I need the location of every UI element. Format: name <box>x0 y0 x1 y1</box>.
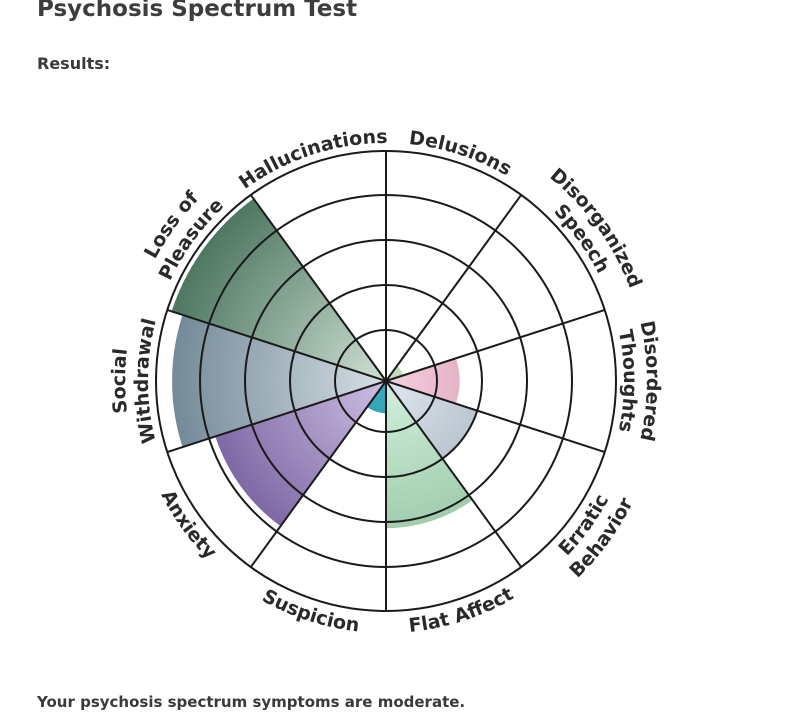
result-summary: Your psychosis spectrum symptoms are mod… <box>37 693 466 711</box>
spoke-line <box>166 308 387 382</box>
wedge-anxiety <box>215 381 386 527</box>
spoke-line <box>385 194 522 382</box>
spoke-line <box>385 380 606 454</box>
spoke-line <box>385 308 606 382</box>
grid-ring <box>334 329 438 433</box>
category-label-suspicion: Suspicion <box>259 585 361 637</box>
spoke-line <box>385 380 522 568</box>
wedge-flat-affect <box>386 381 473 529</box>
category-label-disordered-thoughts: Thoughts <box>614 328 641 434</box>
grid-ring <box>244 239 528 523</box>
grid-ring <box>289 284 483 478</box>
wedge-social-withdrawal <box>172 314 386 448</box>
category-label-hallucinations: Hallucinations <box>235 126 388 194</box>
grid-ring <box>199 194 573 568</box>
spoke-line <box>250 194 387 382</box>
category-label-flat-affect: Flat Affect <box>407 583 517 637</box>
spoke-line <box>250 380 387 568</box>
center-dot <box>383 378 389 384</box>
grid-ring <box>155 150 617 612</box>
wedge-erratic-behavior <box>386 381 478 460</box>
category-label-social-withdrawal: Social <box>108 347 132 414</box>
wedge-disorganized-speech <box>386 366 404 381</box>
spoke-line <box>166 380 387 454</box>
page-title: Psychosis Spectrum Test <box>37 0 358 22</box>
results-label: Results: <box>37 54 111 73</box>
wedge-disordered-thoughts <box>386 358 460 404</box>
